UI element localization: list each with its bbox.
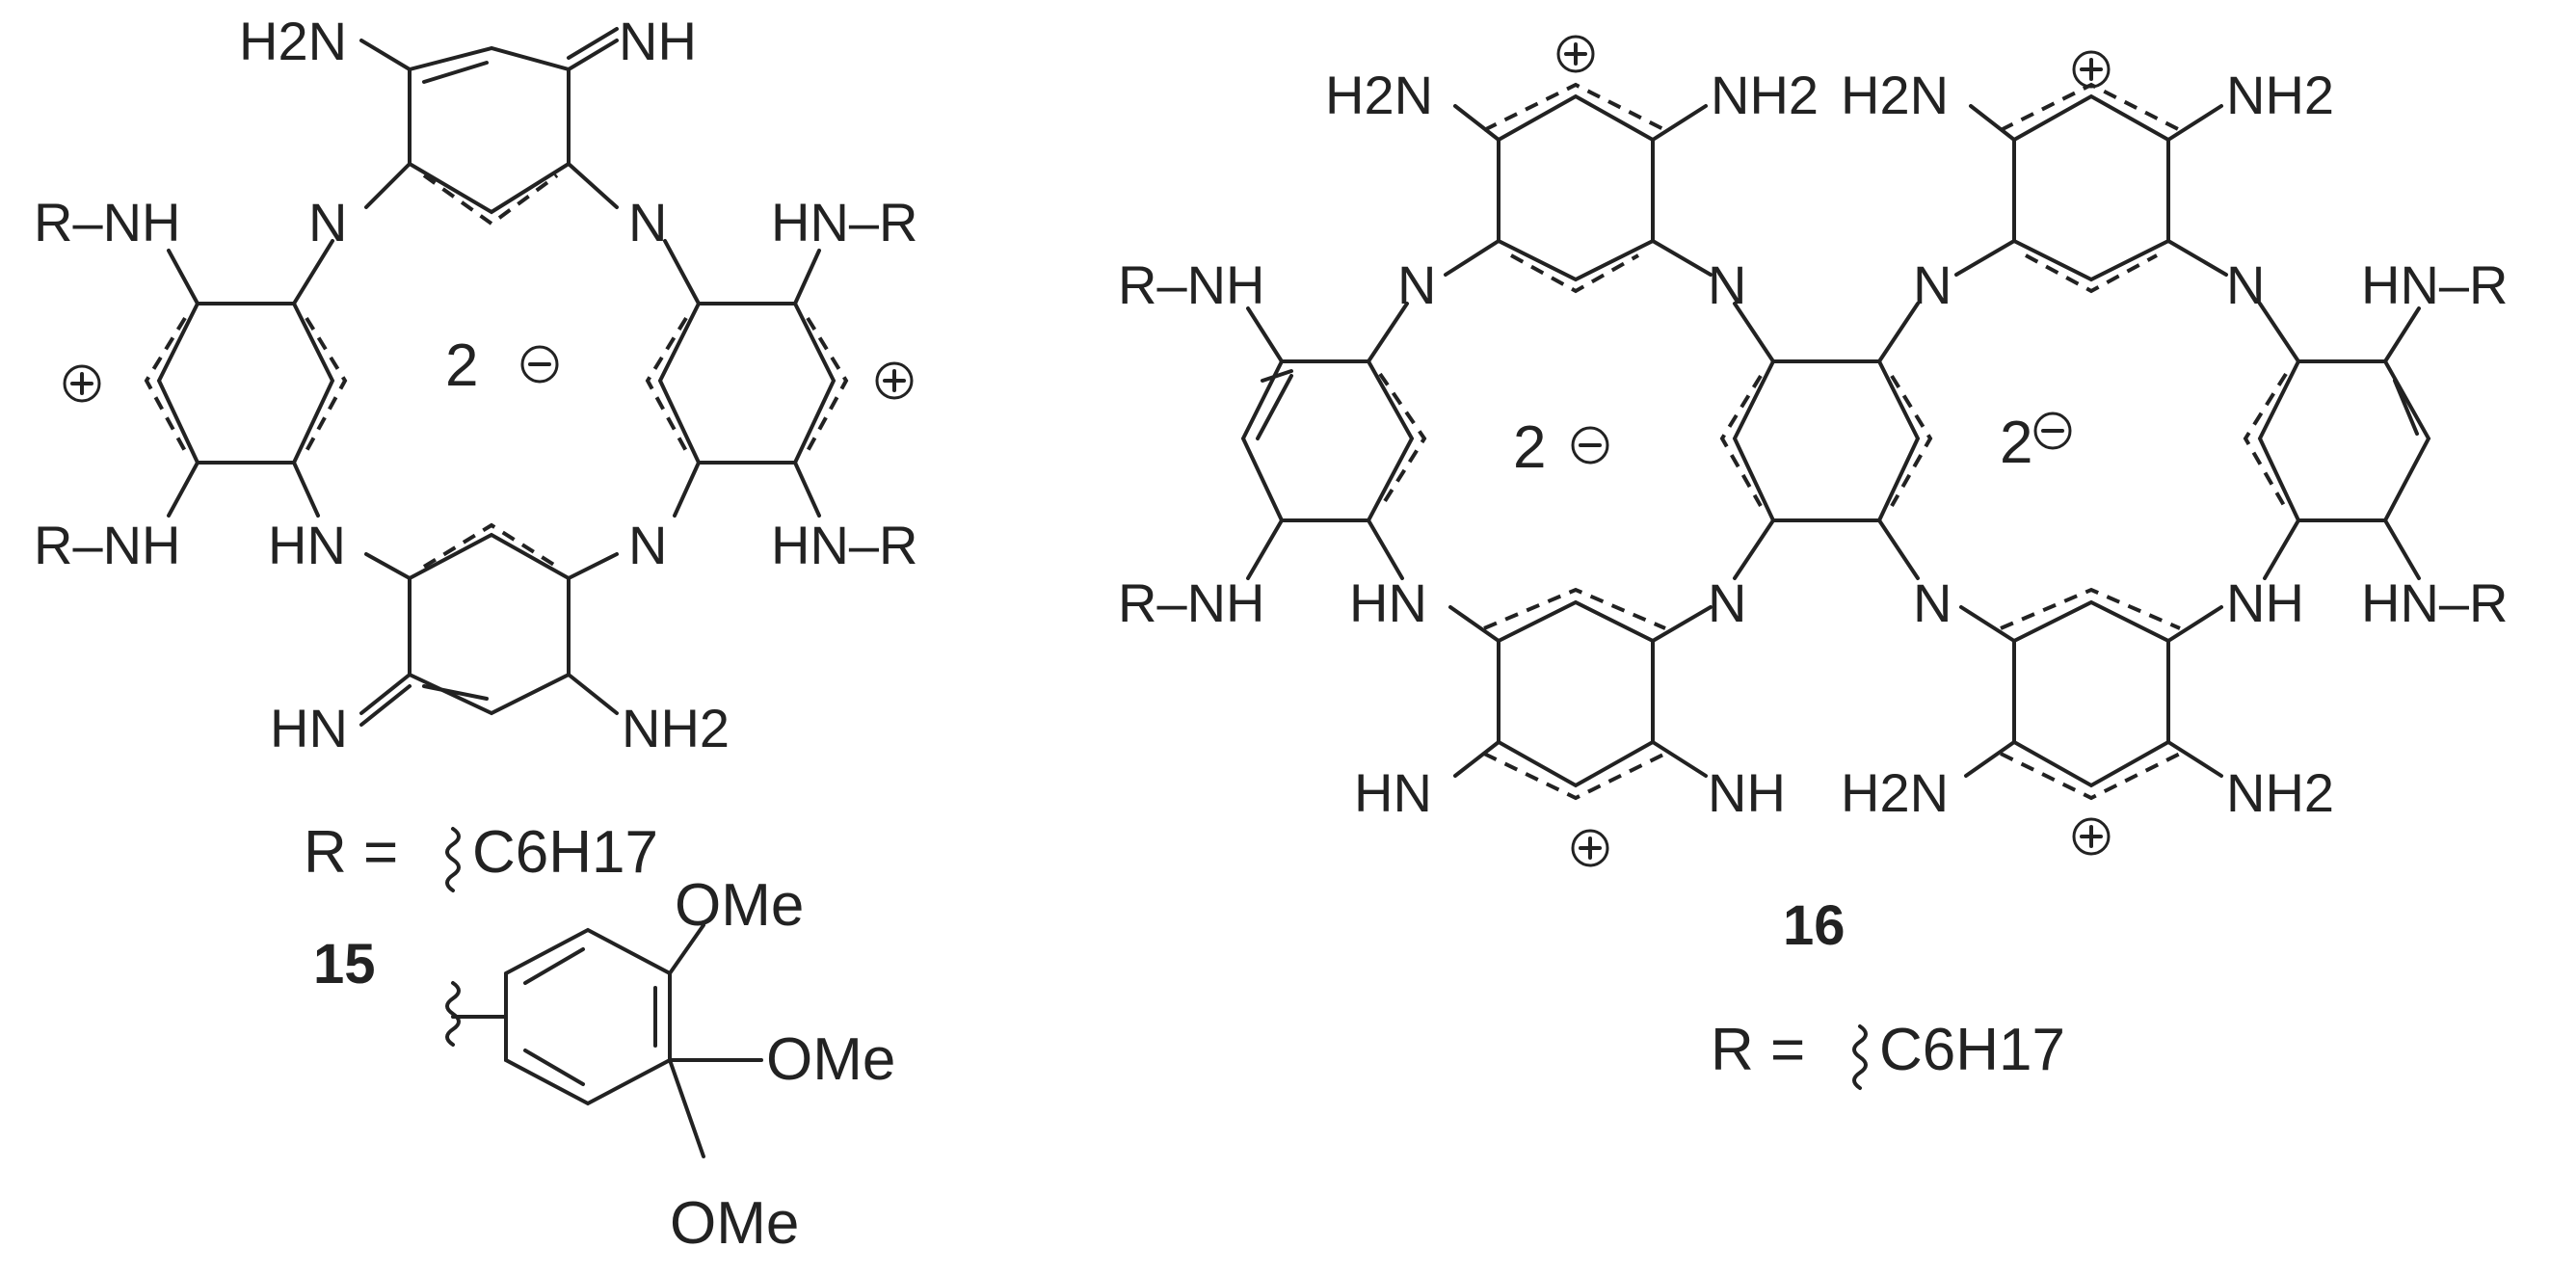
label-bot1-right: NH bbox=[1708, 762, 1786, 823]
r-chain-15: C6H17 bbox=[472, 819, 658, 886]
minus-charge-icon bbox=[1571, 426, 1609, 465]
label-bottom-left-hn: HN bbox=[270, 698, 348, 758]
label-left-top-rnh: R–NH bbox=[1118, 254, 1264, 315]
wavy-bond-icon bbox=[1852, 1024, 1868, 1090]
ring-top2-16 bbox=[1954, 82, 2228, 294]
ring-bottom1-16 bbox=[1448, 587, 1713, 801]
r-chain-16: C6H17 bbox=[1879, 1017, 2065, 1083]
label-n1: N bbox=[1397, 254, 1436, 315]
ome-label: OMe bbox=[675, 872, 804, 939]
ring-bottom2-16 bbox=[1959, 587, 2223, 801]
label-n-bottom-right: N bbox=[628, 515, 667, 575]
r-definition-15: R = bbox=[304, 819, 398, 886]
plus-charge-icon bbox=[63, 364, 101, 403]
label-n-right: N bbox=[628, 192, 667, 252]
compound-15: H2N NH R–NH N N HN–R R–NH HN N HN–R HN N… bbox=[34, 11, 917, 1257]
ring-center-16 bbox=[1719, 302, 1933, 580]
label-bottom-right-nh2: NH2 bbox=[622, 698, 730, 758]
label-n4: N bbox=[2226, 254, 2265, 315]
r-definition-16: R = bbox=[1711, 1017, 1805, 1083]
plus-charge-icon bbox=[2072, 817, 2111, 856]
label-bot2-right: NH2 bbox=[2226, 762, 2334, 823]
compound-number-15: 15 bbox=[313, 933, 376, 996]
label-left-bottom-rnh: R–NH bbox=[1118, 572, 1264, 633]
label-ne-hnr: HN–R bbox=[771, 192, 917, 252]
ring-right-16 bbox=[2243, 302, 2431, 580]
label-hn-bottom-left: HN bbox=[1349, 572, 1427, 633]
label-top2-left: H2N bbox=[1841, 65, 1949, 125]
center-charge-16-left: 2 bbox=[1513, 414, 1546, 481]
trimethoxyphenyl-ring bbox=[445, 923, 763, 1158]
label-right-top-hnr: HN–R bbox=[2361, 254, 2508, 315]
label-top-right-nh: NH bbox=[619, 11, 697, 71]
ring-top-15 bbox=[359, 27, 619, 226]
ring-right-15 bbox=[645, 239, 849, 518]
ring-top1-16 bbox=[1444, 82, 1713, 294]
label-bot2-left: H2N bbox=[1841, 762, 1949, 823]
label-n3: N bbox=[1913, 254, 1952, 315]
ome-label: OMe bbox=[766, 1026, 895, 1093]
plus-charge-icon bbox=[1571, 829, 1609, 867]
compound-16: H2N NH2 H2N NH2 R–NH N N N N HN–R R–NH H… bbox=[1118, 35, 2508, 1090]
label-top1-left: H2N bbox=[1325, 65, 1433, 125]
label-nh-b4: NH bbox=[2226, 572, 2304, 633]
compound-number-16: 16 bbox=[1783, 894, 1846, 957]
ring-left-15 bbox=[144, 239, 348, 518]
label-n-left: N bbox=[308, 192, 347, 252]
label-sw-rnh: R–NH bbox=[34, 515, 180, 575]
label-n2: N bbox=[1708, 254, 1746, 315]
label-top-left-h2n: H2N bbox=[239, 11, 347, 71]
label-se-hnr: HN–R bbox=[771, 515, 917, 575]
minus-charge-icon bbox=[2033, 412, 2072, 450]
center-charge-15: 2 bbox=[445, 332, 478, 399]
label-n-b2: N bbox=[1708, 572, 1746, 633]
wavy-bond-icon bbox=[445, 827, 461, 892]
label-top2-right: NH2 bbox=[2226, 65, 2334, 125]
ring-bottom-15 bbox=[359, 522, 619, 727]
label-right-bottom-hnr: HN–R bbox=[2361, 572, 2508, 633]
ome-label: OMe bbox=[670, 1190, 799, 1257]
minus-charge-icon bbox=[520, 345, 559, 384]
ring-left-16 bbox=[1240, 302, 1427, 580]
label-hn-left: HN bbox=[268, 515, 346, 575]
plus-charge-icon bbox=[1556, 35, 1595, 73]
label-n-b3: N bbox=[1913, 572, 1952, 633]
plus-charge-icon bbox=[875, 361, 914, 400]
label-top1-right: NH2 bbox=[1711, 65, 1819, 125]
label-bot1-left: HN bbox=[1354, 762, 1432, 823]
plus-charge-icon bbox=[2072, 50, 2111, 89]
center-charge-16-right: 2 bbox=[2000, 410, 2032, 476]
label-nw-rnh: R–NH bbox=[34, 192, 180, 252]
